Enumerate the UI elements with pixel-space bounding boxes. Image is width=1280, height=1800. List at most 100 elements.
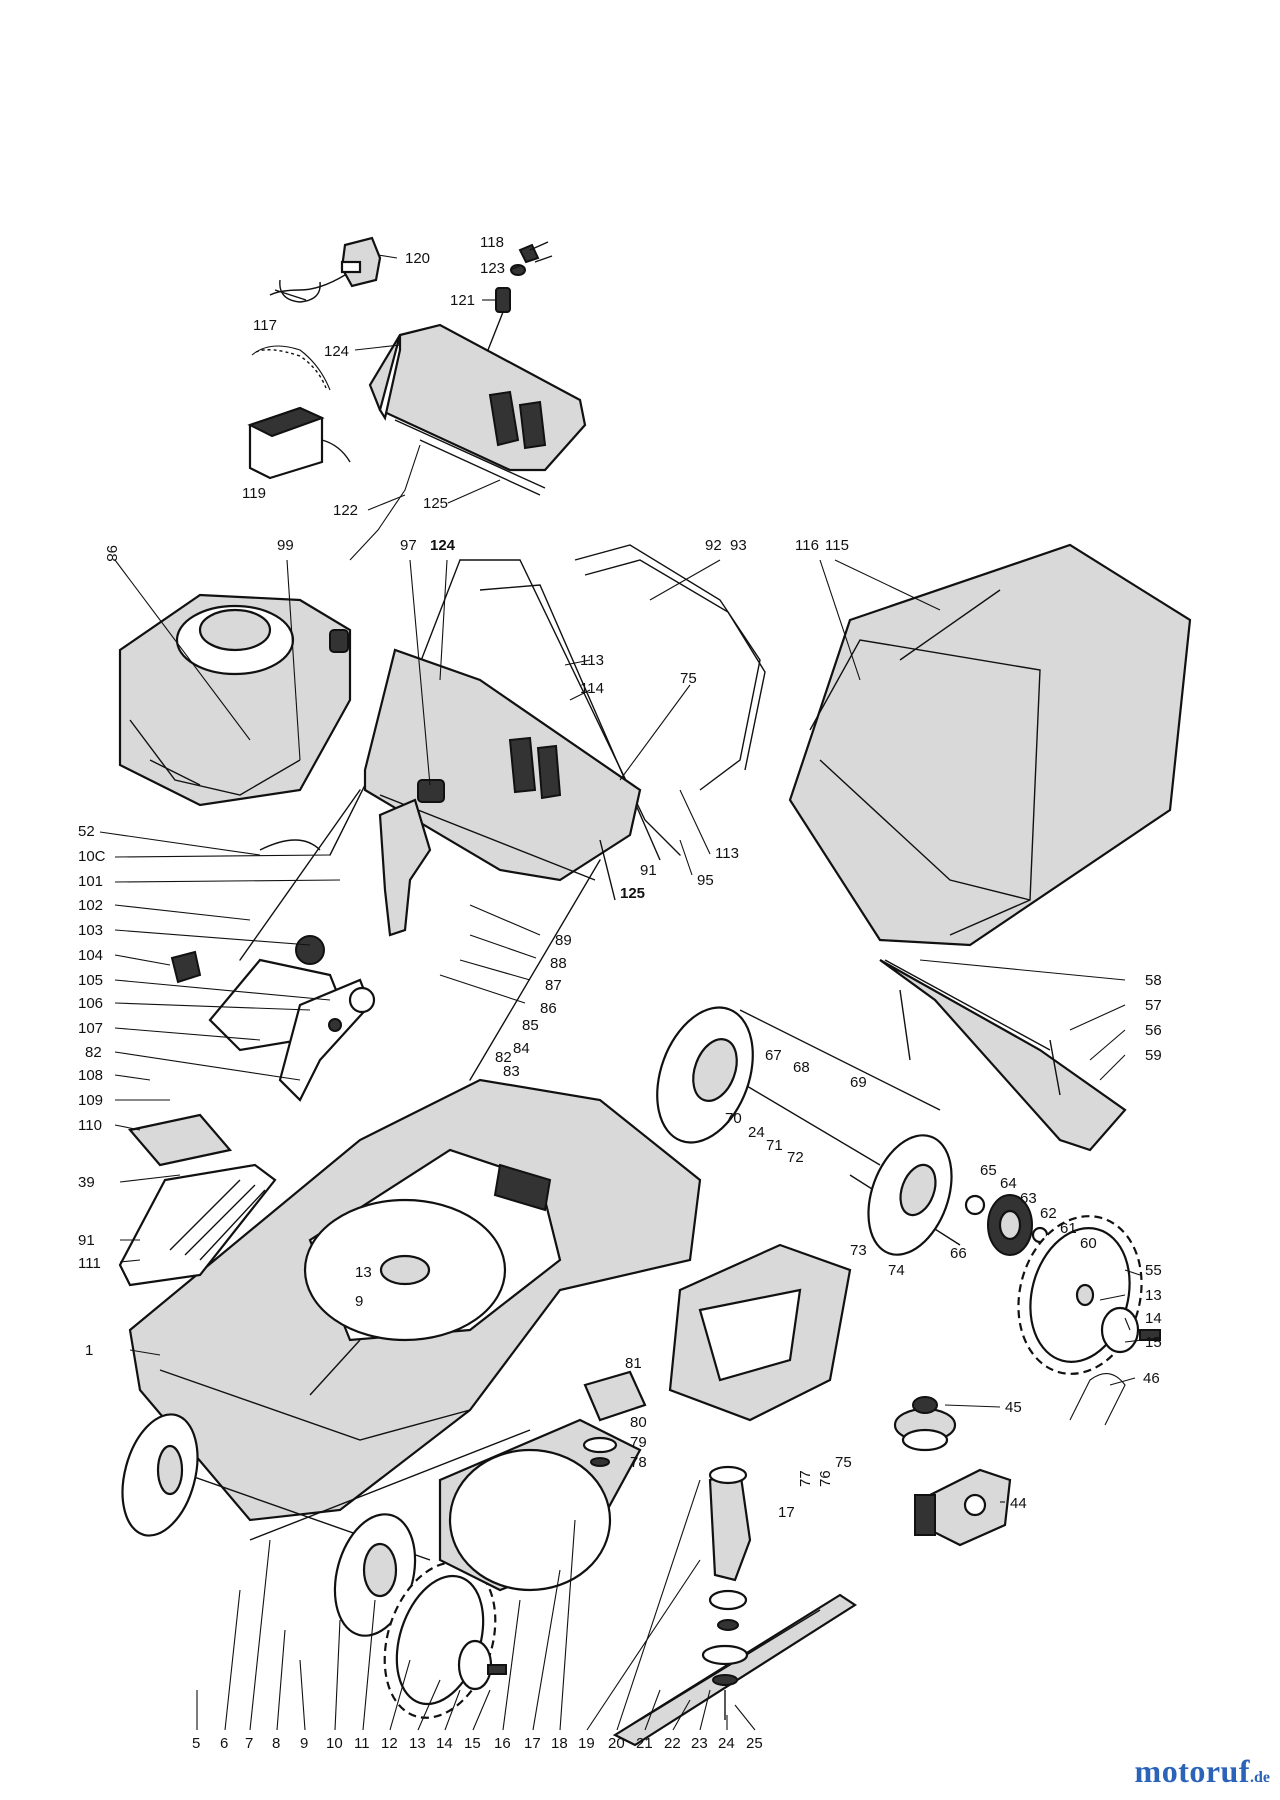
- rear-wheel-tyre: [1017, 1215, 1161, 1375]
- label-15-right: 15: [1145, 1334, 1162, 1351]
- label-13-deck: 13: [355, 1264, 372, 1281]
- label-bottom-13: 13: [409, 1735, 426, 1752]
- label-85: 85: [522, 1017, 539, 1034]
- label-bottom-15: 15: [464, 1735, 481, 1752]
- label-14-right: 14: [1145, 1310, 1162, 1327]
- label-110: 110: [78, 1117, 102, 1134]
- label-17-mid: 17: [778, 1504, 795, 1521]
- label-13-right: 13: [1145, 1287, 1162, 1304]
- label-bottom-18: 18: [551, 1735, 568, 1752]
- label-113-a: 113: [580, 652, 604, 669]
- label-122: 122: [333, 502, 358, 519]
- label-66: 66: [950, 1245, 967, 1262]
- label-106: 106: [78, 995, 103, 1012]
- label-92: 92: [705, 537, 722, 554]
- grass-catcher: [788, 543, 1192, 947]
- gear-wheel: [964, 1194, 1049, 1256]
- label-60: 60: [1080, 1235, 1097, 1252]
- label-bottom-20: 20: [608, 1735, 625, 1752]
- label-58: 58: [1145, 972, 1162, 989]
- label-119: 119: [242, 485, 266, 502]
- label-bottom-5: 5: [192, 1735, 200, 1752]
- bracket-part: [582, 1370, 647, 1467]
- brand-tld: .de: [1250, 1769, 1270, 1786]
- label-bottom-6: 6: [220, 1735, 228, 1752]
- battery-cover-main: [363, 648, 642, 901]
- label-97: 97: [400, 537, 417, 554]
- label-44: 44: [1010, 1495, 1027, 1512]
- label-bottom-11: 11: [354, 1735, 370, 1752]
- leader-lines: [99, 254, 1161, 1731]
- label-116: 116: [795, 537, 819, 554]
- front-wheel-hub: [333, 1513, 417, 1637]
- switch-part: [487, 287, 511, 351]
- label-bottom-12: 12: [381, 1735, 398, 1752]
- label-75-bottom: 75: [835, 1454, 852, 1471]
- cutting-blade: [612, 1593, 858, 1747]
- label-72: 72: [787, 1149, 804, 1166]
- front-wheel-tyre: [383, 1561, 507, 1719]
- label-82-left: 82: [85, 1044, 102, 1061]
- label-52: 52: [78, 823, 95, 840]
- label-71: 71: [766, 1137, 783, 1154]
- label-69: 69: [850, 1074, 867, 1091]
- label-55: 55: [1145, 1262, 1162, 1279]
- label-79: 79: [630, 1434, 647, 1451]
- label-107: 107: [78, 1020, 103, 1037]
- cable-part: [251, 345, 331, 391]
- label-82-mid: 82: [495, 1049, 512, 1066]
- label-45: 45: [1005, 1399, 1022, 1416]
- label-bottom-14: 14: [436, 1735, 453, 1752]
- label-91-mid: 91: [640, 862, 657, 879]
- cable-122: [349, 444, 421, 561]
- label-123: 123: [480, 260, 505, 277]
- label-124-mid: 124: [430, 537, 456, 554]
- front-wheel-hub-left: [121, 1413, 199, 1537]
- label-113-b: 113: [715, 845, 739, 862]
- label-24-mid: 24: [748, 1124, 765, 1141]
- label-76: 76: [817, 1470, 834, 1487]
- pulley-part: [893, 1396, 957, 1452]
- label-bottom-8: 8: [272, 1735, 280, 1752]
- label-59: 59: [1145, 1047, 1162, 1064]
- label-86: 86: [540, 1000, 557, 1017]
- label-65: 65: [980, 1162, 997, 1179]
- label-56: 56: [1145, 1022, 1162, 1039]
- label-120: 120: [405, 250, 430, 267]
- label-bottom-17: 17: [524, 1735, 541, 1752]
- label-bottom-19: 19: [578, 1735, 595, 1752]
- label-125-mid: 125: [620, 885, 645, 902]
- battery-part: [247, 406, 351, 480]
- label-78: 78: [630, 1454, 647, 1471]
- label-115: 115: [825, 537, 849, 554]
- label-88: 88: [550, 955, 567, 972]
- label-bottom-25: 25: [746, 1735, 763, 1752]
- label-109: 109: [78, 1092, 103, 1109]
- label-98: 98: [103, 545, 120, 562]
- label-74: 74: [888, 1262, 905, 1279]
- label-93: 93: [730, 537, 747, 554]
- label-62: 62: [1040, 1205, 1057, 1222]
- label-68: 68: [793, 1059, 810, 1076]
- blade-spindle: [708, 1465, 752, 1631]
- label-67: 67: [765, 1047, 782, 1064]
- label-100: 10C: [78, 848, 106, 865]
- label-57: 57: [1145, 997, 1162, 1014]
- engine-part: [118, 593, 352, 807]
- label-108: 108: [78, 1067, 103, 1084]
- label-bottom-22: 22: [664, 1735, 681, 1752]
- brand-logo: motoruf.de: [1135, 1753, 1270, 1790]
- handle-top-bar-2: [584, 559, 766, 771]
- height-adjust-levers: [170, 798, 432, 1102]
- label-99: 99: [277, 537, 294, 554]
- label-105: 105: [78, 972, 103, 989]
- label-64: 64: [1000, 1175, 1017, 1192]
- label-114: 114: [580, 680, 604, 697]
- drive-housing: [668, 1243, 852, 1422]
- label-63: 63: [1020, 1190, 1037, 1207]
- label-bottom-21: 21: [636, 1735, 653, 1752]
- label-121: 121: [450, 292, 475, 309]
- blade-housing: [438, 1418, 642, 1592]
- label-125-top: 125: [423, 495, 448, 512]
